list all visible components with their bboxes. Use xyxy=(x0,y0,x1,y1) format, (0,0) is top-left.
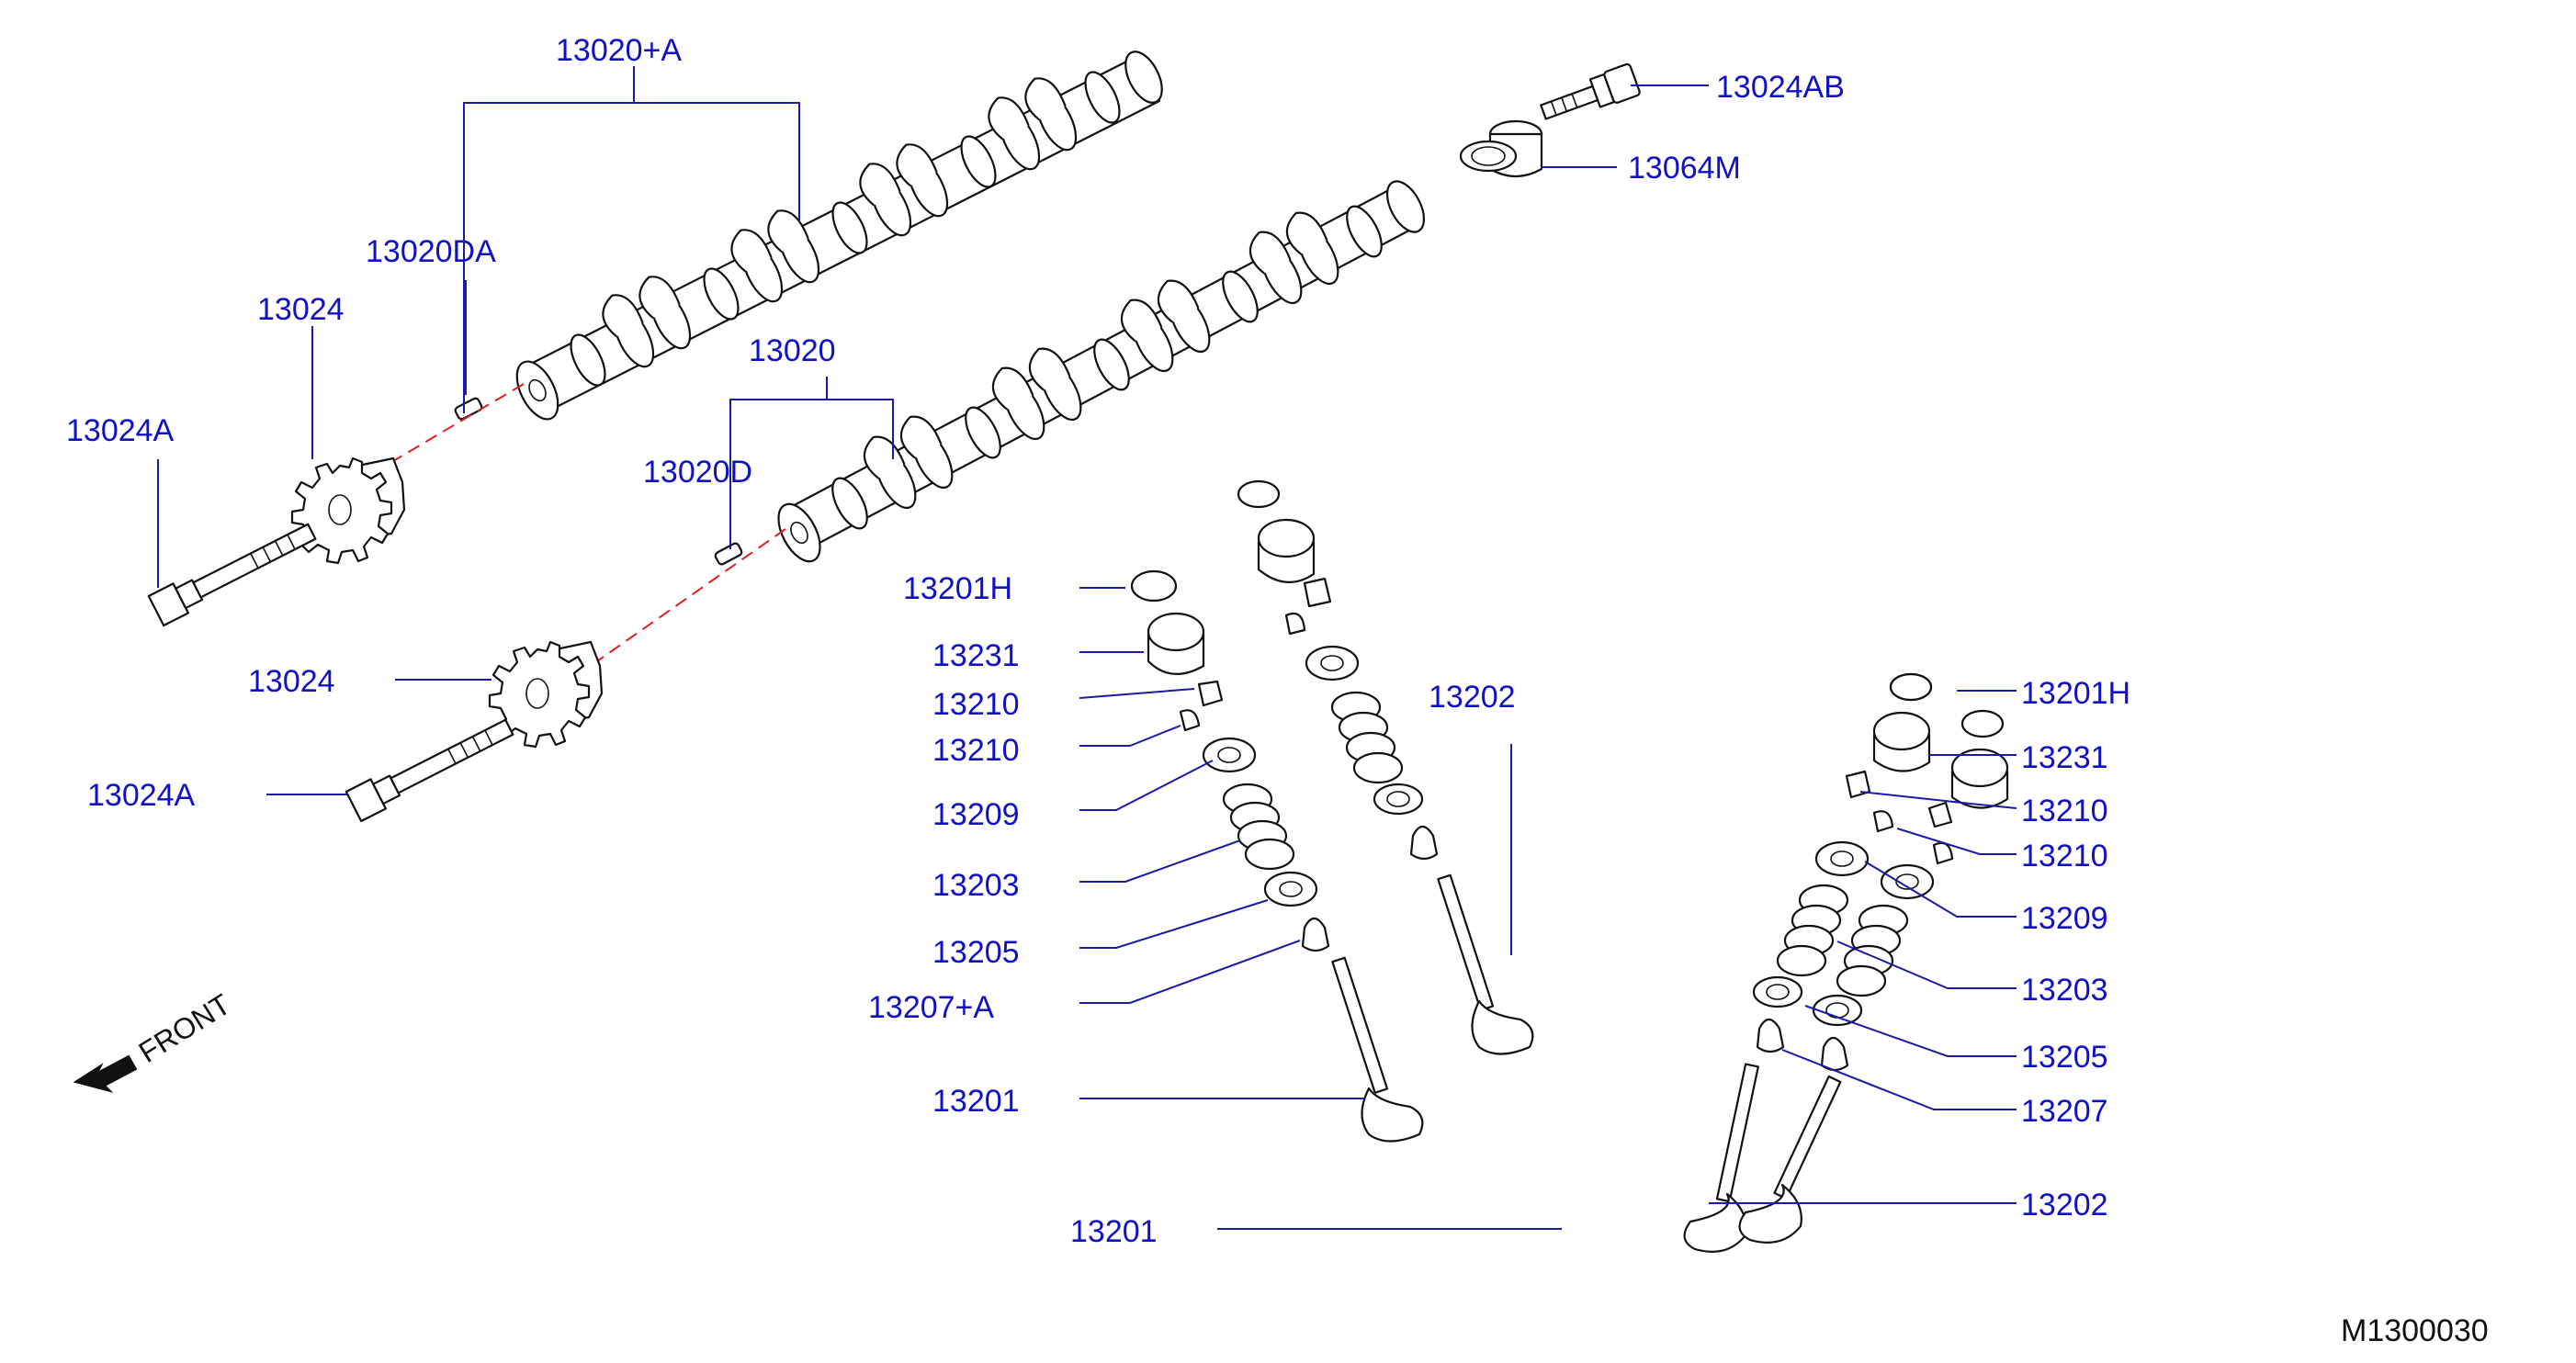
callout-lifter-right: 13231 xyxy=(2021,740,2108,775)
left-collet-b xyxy=(1179,709,1201,732)
cam-end-bolt xyxy=(1540,62,1641,120)
front-direction-indicator: FRONT xyxy=(73,987,237,1093)
callout-spring-right: 13203 xyxy=(2021,973,2108,1008)
front-arrow-icon xyxy=(73,1054,138,1093)
callout-cam-bolt: 13024AB xyxy=(1716,70,1845,105)
lower-dowel-pin xyxy=(714,542,743,566)
callout-seat-right: 13205 xyxy=(2021,1040,2108,1075)
left-spring xyxy=(1222,783,1295,871)
diagram-reference-code: M1300030 xyxy=(2341,1313,2489,1348)
lower-center-axis xyxy=(596,528,786,662)
callout-valve-right: 13202 xyxy=(2021,1188,2108,1222)
right-valve-stack xyxy=(1683,672,1933,1253)
lower-camshaft xyxy=(777,180,1426,563)
callout-collet-right-a: 13210 xyxy=(2021,794,2108,828)
left-valve-seal xyxy=(1301,917,1330,952)
callout-collet-right-b: 13210 xyxy=(2021,839,2108,873)
left-spring-seat xyxy=(1263,871,1318,907)
lower-sprocket xyxy=(488,640,604,749)
callout-shim-right: 13201H xyxy=(2021,676,2130,711)
callout-seat-left: 13205 xyxy=(932,935,1020,970)
center-valve-stack xyxy=(1237,479,1534,1055)
callout-bolt-upper: 13024A xyxy=(66,413,175,448)
callout-labels: 13020+A 13020DA 13024 13024A 13020 13020… xyxy=(66,33,2130,1249)
callout-cam-plug: 13064M xyxy=(1628,151,1741,186)
left-collet-a xyxy=(1197,680,1224,707)
upper-camshaft xyxy=(515,51,1163,421)
callout-valve-left: 13201 xyxy=(932,1084,1020,1119)
callout-sprocket-lower: 13024 xyxy=(248,664,335,699)
left-lifter xyxy=(1147,612,1205,675)
callout-lifter-left: 13231 xyxy=(932,638,1020,673)
callout-dowel-upper: 13020DA xyxy=(366,234,496,269)
cam-end-plug xyxy=(1459,119,1543,178)
far-right-valve-stack xyxy=(1738,672,2009,1244)
callout-valve-center: 13202 xyxy=(1429,680,1516,715)
callout-spring-left: 13203 xyxy=(932,868,1020,903)
callout-collet-left-a: 13210 xyxy=(932,687,1020,722)
callout-camshaft-lower: 13020 xyxy=(749,333,836,368)
leader-lines xyxy=(157,66,2017,1230)
lower-sprocket-bolt xyxy=(345,718,514,823)
upper-sprocket xyxy=(290,456,406,565)
callout-seal-right: 13207 xyxy=(2021,1094,2108,1129)
upper-sprocket-bolt xyxy=(147,523,317,627)
callout-camshaft-upper: 13020+A xyxy=(556,33,682,68)
callout-valve-bottom: 13201 xyxy=(1070,1214,1158,1249)
left-shim xyxy=(1130,569,1178,603)
callout-retainer-left: 13209 xyxy=(932,797,1020,832)
upper-dowel-pin xyxy=(454,397,483,421)
callout-dowel-lower: 13020D xyxy=(643,455,752,490)
callout-retainer-right: 13209 xyxy=(2021,901,2108,936)
left-valve xyxy=(1331,956,1424,1143)
callout-seal-left: 13207+A xyxy=(868,990,994,1025)
callout-bolt-lower: 13024A xyxy=(87,778,196,813)
front-label: FRONT xyxy=(133,987,237,1069)
callout-collet-left-b: 13210 xyxy=(932,733,1020,768)
left-valve-stack xyxy=(1130,569,1424,1143)
callout-shim-left: 13201H xyxy=(903,571,1012,606)
callout-sprocket-upper: 13024 xyxy=(257,292,345,327)
left-retainer xyxy=(1202,737,1257,773)
